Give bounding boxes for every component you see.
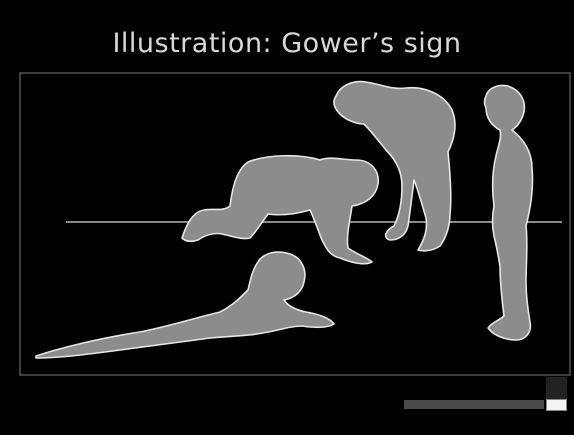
progress-thumb[interactable]	[546, 399, 567, 411]
figure-lying-prone	[36, 252, 334, 358]
figure-hands-and-knees	[182, 156, 378, 264]
progress-track[interactable]	[404, 400, 544, 409]
progress-rail	[546, 377, 567, 399]
figure-standing	[485, 85, 533, 340]
